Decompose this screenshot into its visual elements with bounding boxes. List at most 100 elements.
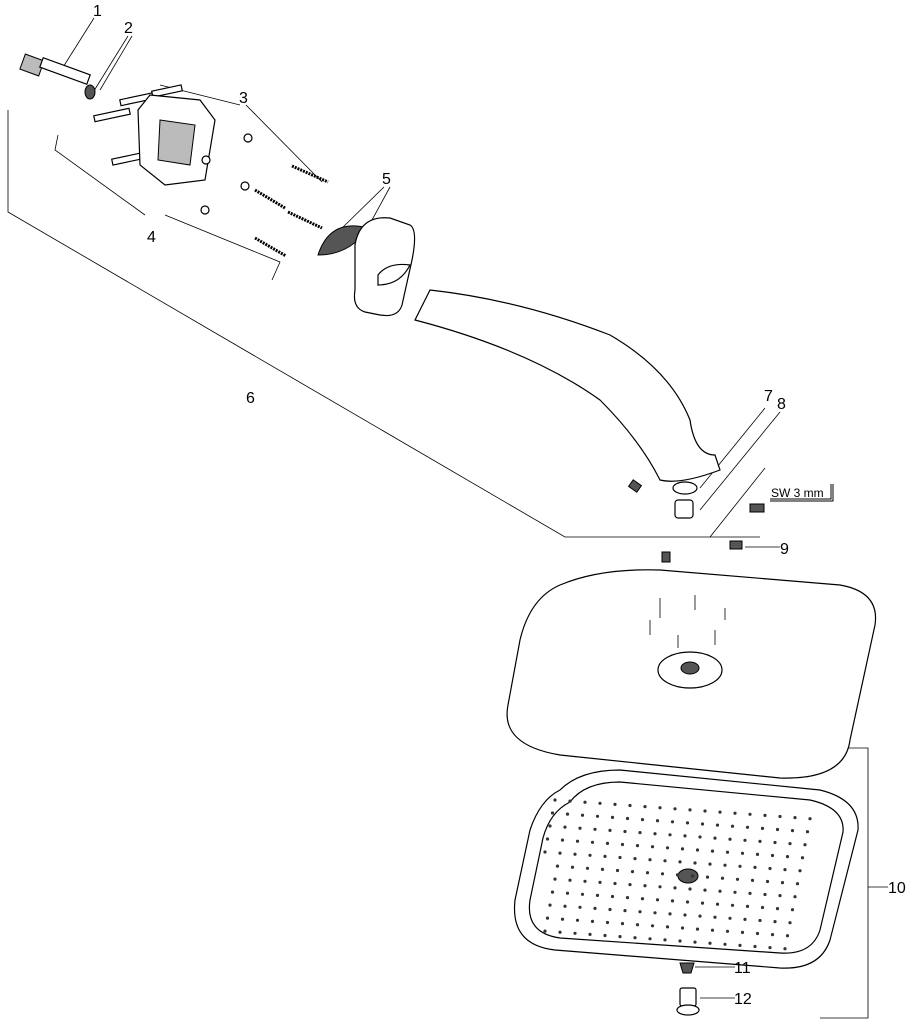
spray-nozzle [738,943,742,948]
spray-nozzle [790,829,795,833]
spray-nozzles [543,798,812,951]
spray-nozzle [555,864,560,868]
shower-head-top [506,569,877,779]
spray-nozzle [778,814,782,819]
spray-nozzle [760,905,765,910]
spray-nozzle [680,926,685,930]
spray-nozzle [753,865,757,870]
spray-nozzle [678,939,682,943]
spray-nozzle [758,839,762,844]
spray-nozzle [658,806,662,810]
spray-nozzle [720,876,725,880]
spray-nozzle [668,833,672,837]
spray-nozzle [543,850,547,854]
spray-nozzle [605,841,610,846]
spray-nozzle [700,901,705,905]
spray-nozzle [603,854,607,859]
hex-key-icon [770,484,834,502]
spray-nozzle [575,918,580,922]
spray-nozzle [590,919,595,924]
spray-nozzle [793,816,797,820]
spray-nozzle [638,831,642,835]
spray-nozzle [750,878,755,883]
spray-nozzle [743,838,747,842]
spray-nozzle [710,928,715,932]
spray-nozzle [740,851,745,855]
spray-nozzle [628,803,632,808]
spray-nozzle [748,891,752,896]
part-label-11: 11 [734,960,751,977]
spray-nozzle [568,878,572,882]
spray-nozzle [800,856,805,860]
spray-nozzle [733,811,737,815]
spray-nozzle [745,825,750,829]
spray-nozzle [670,899,675,903]
spray-nozzle [710,849,715,853]
spray-nozzle [635,844,640,848]
spray-nozzle [643,805,647,809]
spray-nozzle [593,827,597,831]
spray-nozzle [778,894,782,898]
spray-nozzle [680,847,685,851]
tool-label: SW 3 mm [771,486,824,500]
spray-nozzle [775,827,780,832]
spray-nozzle [713,915,717,919]
spray-nozzle [785,855,790,859]
spray-nozzle [653,911,657,915]
wall-cover [317,217,416,317]
spray-nozzle [683,834,687,838]
spray-nozzle [763,813,767,818]
spray-nozzle [648,937,652,941]
spray-nozzle [723,942,727,946]
spray-nozzle [633,857,637,861]
spray-nozzle [655,819,660,823]
spray-nozzle [608,828,612,833]
part-label-1: 1 [93,3,102,20]
spray-nozzle [543,929,547,933]
spray-nozzle [790,908,795,912]
spray-nozzle [785,934,790,938]
spray-nozzle [575,839,580,843]
spray-nozzle [763,892,767,897]
part-label-5: 5 [382,171,391,188]
part-label-2: 2 [124,20,133,37]
spray-nozzle [595,814,600,818]
wall-bolts [93,84,184,166]
spray-nozzle [553,798,557,802]
spray-nozzle [628,883,632,887]
part-label-12: 12 [734,991,752,1008]
spray-nozzle [640,897,645,901]
screws [240,164,329,258]
spray-nozzle [603,933,607,938]
spray-nozzle [670,820,675,824]
spray-nozzle [708,941,712,945]
spray-nozzle [655,898,660,902]
spray-nozzle [775,907,780,911]
spray-nozzle [625,896,630,900]
spray-nozzle [675,873,680,877]
spray-nozzle [755,852,760,857]
part-label-8: 8 [777,396,786,413]
spray-nozzle [595,893,600,898]
spray-nozzle [588,853,592,857]
spray-nozzle [768,866,772,871]
spray-nozzle [593,906,597,911]
spray-nozzle [585,866,590,870]
spray-nozzle [560,917,565,921]
spray-nozzle [578,826,582,830]
spray-nozzle [625,816,630,821]
spray-nozzle [583,800,587,804]
spray-nozzle [673,807,677,811]
spray-nozzle [658,885,662,889]
spray-nozzle [673,886,677,890]
spray-nozzle [558,930,562,934]
spray-nozzle [705,875,710,879]
spray-nozzle [695,848,700,852]
spray-nozzle [808,817,812,821]
spray-nozzle [803,843,807,847]
spray-nozzle [728,837,732,841]
spray-nozzle [635,923,640,927]
spray-nozzle [738,864,742,868]
spray-nozzle [698,835,702,839]
spray-nozzle [563,825,567,829]
